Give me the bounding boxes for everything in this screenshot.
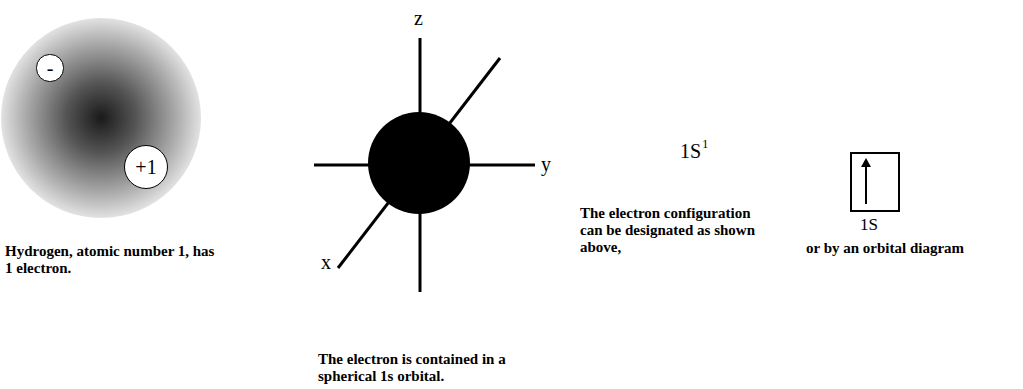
nucleus-circle: +1 xyxy=(124,145,168,189)
axis-label: x xyxy=(321,252,331,272)
axis-label: z xyxy=(414,8,423,28)
orbital-label: 1S xyxy=(850,216,900,235)
caption: The electron configuration can be design… xyxy=(580,205,760,256)
electron-cloud xyxy=(1,18,201,218)
caption: Hydrogen, atomic number 1, has 1 electro… xyxy=(5,243,220,277)
configuration: 1S xyxy=(680,141,701,161)
orbital-box: 1S xyxy=(850,152,900,235)
axis-label: y xyxy=(541,154,551,174)
electron-circle: - xyxy=(36,54,63,81)
orbital-outline xyxy=(850,152,900,212)
caption: The electron is contained in a spherical… xyxy=(318,351,548,385)
axes xyxy=(314,38,535,292)
node-text: +1 xyxy=(135,157,156,177)
caption: or by an orbital diagram xyxy=(806,240,976,257)
node-text: - xyxy=(47,58,54,78)
superscript: 1 xyxy=(702,138,708,150)
s-orbital xyxy=(368,112,470,214)
